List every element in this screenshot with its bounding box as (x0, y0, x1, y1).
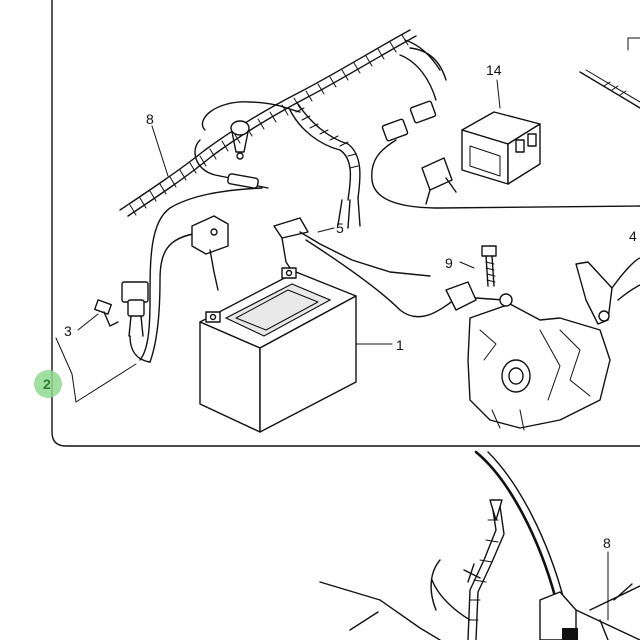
right-edge-bolt (603, 81, 627, 96)
leader-9 (459, 261, 475, 269)
fuse-holder (121, 281, 151, 363)
wire-harness (119, 29, 447, 229)
leader-3 (77, 313, 99, 331)
wire-coupler (421, 157, 457, 205)
frame-rail-2 (349, 611, 379, 631)
side-lever (575, 257, 640, 325)
callout-9: 9 (445, 255, 453, 271)
callout-4: 4 (629, 228, 637, 244)
cable-to-plug (194, 139, 241, 181)
starter-motor-bracket (467, 303, 611, 431)
top-corner-mark (627, 37, 640, 51)
frame-tube-inner (487, 451, 573, 640)
sensor-coupler (445, 281, 513, 311)
starter-relay (461, 111, 541, 185)
frame-rail (319, 581, 441, 640)
callout-2: 2 (43, 376, 51, 392)
right-edge-rod (579, 71, 640, 109)
spare-fuse (94, 299, 119, 327)
callout-3: 3 (64, 323, 72, 339)
callout-8b: 8 (603, 535, 611, 551)
leader-5 (317, 227, 335, 233)
callout-1: 1 (396, 337, 404, 353)
coupler-pair (371, 100, 640, 209)
leader-8 (151, 125, 169, 177)
lower-bracket (539, 583, 640, 640)
callout-5: 5 (336, 220, 344, 236)
main-lead-wire (139, 187, 263, 361)
callout-8: 8 (146, 111, 154, 127)
bullet-connector (227, 173, 269, 189)
terminal-cover-positive (273, 217, 455, 318)
terminal-cover-negative (191, 215, 229, 291)
highlight-marker (34, 370, 62, 398)
battery (199, 267, 357, 433)
lower-harness (430, 499, 505, 640)
frame-tube (474, 450, 568, 640)
leader-14 (496, 79, 501, 109)
right-edge-rod-2 (585, 69, 640, 103)
cable-loop (201, 101, 301, 131)
leader-2-bracket (55, 337, 137, 403)
panel-frame (51, 0, 640, 447)
harness-clamp (230, 120, 250, 160)
callout-14: 14 (486, 62, 502, 78)
mounting-bolt (481, 245, 497, 287)
main-lead-wire-2 (149, 231, 206, 363)
